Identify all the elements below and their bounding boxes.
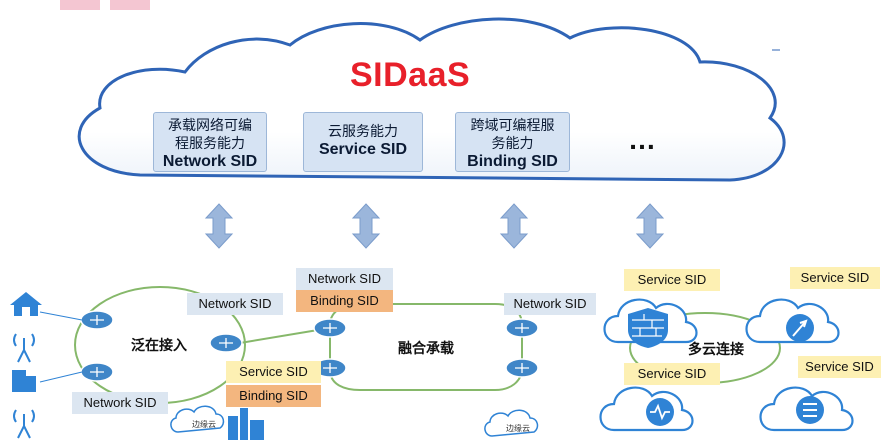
monitor-icon (646, 398, 674, 426)
access-network-sid-tag: Network SID (187, 293, 283, 315)
multicloud-service-sid-tag: Service SID (790, 267, 880, 289)
access-service-sid-tag: Service SID (226, 361, 321, 383)
antenna-icon (13, 409, 35, 439)
database-icon (796, 396, 824, 424)
region-bearer-label: 融合承载 (398, 340, 454, 356)
capability-service: 云服务能力 Service SID (303, 112, 423, 172)
firewall-icon (628, 308, 668, 348)
edge-cloud-icon (484, 409, 539, 437)
sidaas-cloud (77, 17, 786, 182)
capability-service-line1: 云服务能力 (328, 123, 398, 139)
capability-network: 承载网络可编 程服务能力 Network SID (153, 112, 267, 172)
bearer-network-sid-right-tag: Network SID (504, 293, 596, 315)
capability-network-sid: Network SID (162, 153, 258, 170)
double-arrow-icon (499, 203, 529, 249)
city-icon (228, 408, 264, 440)
double-arrow-icon (204, 203, 234, 249)
capability-binding-line2: 务能力 (491, 135, 534, 151)
edge-cloud-icon (170, 405, 225, 433)
bearer-binding-sid-tag: Binding SID (296, 290, 393, 312)
capability-service-sid: Service SID (318, 141, 408, 158)
rocket-icon (786, 314, 814, 342)
region-multicloud-label: 多云连接 (688, 341, 744, 357)
double-arrow-icon (635, 203, 665, 249)
connector-arrows (204, 203, 665, 249)
region-access-label: 泛在接入 (131, 337, 187, 353)
access-network-sid-bottom-tag: Network SID (72, 392, 168, 414)
capability-binding-sid: Binding SID (467, 153, 558, 170)
multicloud-service-sid-tag: Service SID (624, 363, 720, 385)
capability-binding: 跨域可编程服 务能力 Binding SID (455, 112, 570, 172)
edge-cloud-label: 边缘云 (192, 420, 216, 429)
more-indicator: … (628, 124, 657, 155)
antenna-icon (13, 333, 35, 363)
bearer-network-sid-top-tag: Network SID (296, 268, 393, 290)
house-icon (10, 292, 42, 316)
capability-network-line1: 承载网络可编 (168, 117, 252, 133)
edge-cloud-label: 边缘云 (506, 424, 530, 433)
building-icon (12, 370, 36, 392)
double-arrow-icon (351, 203, 381, 249)
cloud-title: SIDaaS (350, 56, 471, 94)
multicloud-service-sid-tag: Service SID (798, 356, 881, 378)
multicloud-service-sid-tag: Service SID (624, 269, 720, 291)
capability-binding-line1: 跨域可编程服 (470, 117, 555, 133)
network-topology (10, 286, 854, 440)
top-decoration (60, 0, 150, 10)
access-binding-sid-tag: Binding SID (226, 385, 321, 407)
capability-network-line2: 程服务能力 (175, 135, 245, 151)
